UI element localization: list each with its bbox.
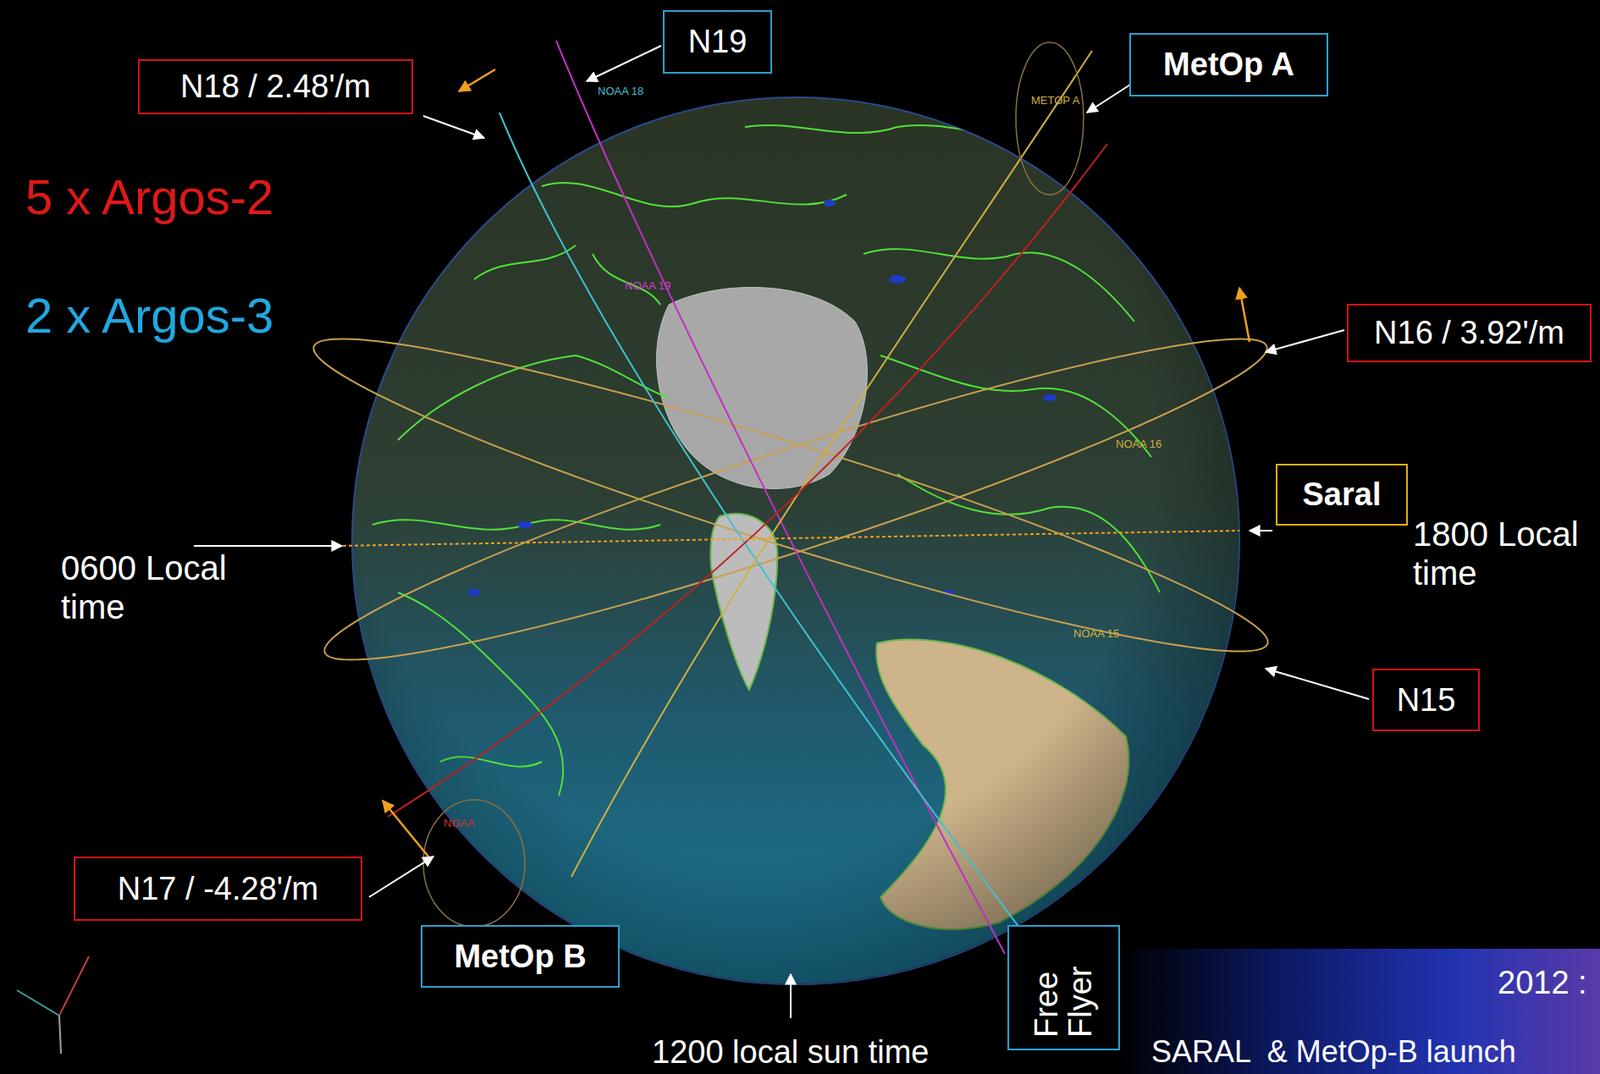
- satellite-label-box: Free Flyer: [1007, 925, 1120, 1051]
- satellite-label-box: N17 / -4.28'/m: [73, 856, 363, 922]
- satellite-name: N15: [1396, 682, 1457, 719]
- annotation-text: 1200 local sun time: [651, 1034, 929, 1072]
- satellite-tag: NOAA 19: [624, 280, 671, 293]
- satellite-name: Free Flyer: [1030, 937, 1098, 1038]
- satellite-label-box: N15: [1372, 668, 1480, 732]
- annotation-text: 5 x Argos-2: [25, 169, 274, 227]
- satellite-name: MetOp A: [1163, 46, 1295, 83]
- satellite-label-box: MetOp A: [1129, 33, 1329, 97]
- satellite-label-box: N19: [662, 10, 773, 74]
- satellite-name: N19: [688, 23, 748, 61]
- satellite-name: N18 / 2.48'/m: [180, 68, 371, 105]
- satellite-label-box: Saral: [1275, 463, 1408, 526]
- satellite-name: MetOp B: [453, 938, 586, 976]
- annotation-text: SARAL & MetOp-B launch: [1151, 1034, 1517, 1070]
- annotation-text: 2 x Argos-3: [25, 287, 274, 345]
- annotation-text: 1800 Local time: [1412, 514, 1583, 593]
- satellite-tag: NOAA 15: [1073, 628, 1120, 641]
- satellite-label-box: MetOp B: [420, 925, 620, 988]
- satellite-label-box: N16 / 3.92'/m: [1346, 303, 1592, 363]
- satellite-tag: NOAA 16: [1115, 438, 1162, 452]
- satellite-tag: NOAA: [443, 817, 475, 831]
- annotation-text: 2012 :: [1497, 965, 1588, 1003]
- satellite-tag: METOP A: [1031, 94, 1080, 108]
- satellite-name: N16 / 3.92'/m: [1373, 314, 1565, 352]
- satellite-label-box: N18 / 2.48'/m: [137, 59, 414, 115]
- satellite-name: Saral: [1302, 476, 1382, 514]
- satellite-tag: NOAA 18: [597, 85, 644, 99]
- annotation-text: 0600 Local time: [60, 548, 231, 627]
- satellite-name: N17 / -4.28'/m: [117, 871, 319, 908]
